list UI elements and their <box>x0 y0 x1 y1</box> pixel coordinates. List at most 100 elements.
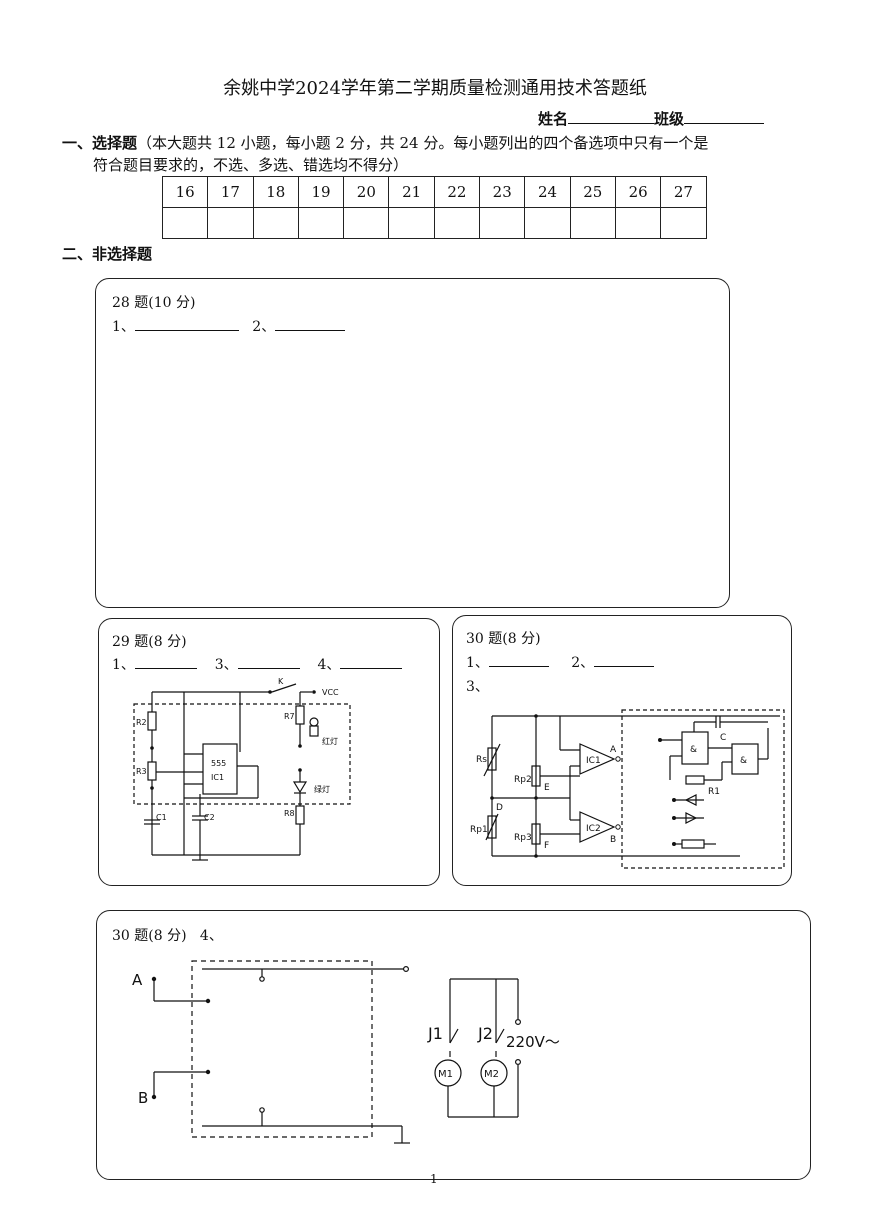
q29-a4-field[interactable] <box>340 654 403 669</box>
q29-answers: 1、 3、 4、 <box>112 654 403 674</box>
q30-label-rp2: Rp2 <box>514 775 532 785</box>
q30-a1-field[interactable] <box>488 652 549 667</box>
answer-cell[interactable] <box>388 207 435 239</box>
q29-label-r8: R8 <box>284 809 295 818</box>
q30-label-r1: R1 <box>708 787 720 797</box>
q30-4-label-j1: J1 <box>427 1024 443 1043</box>
question-number: 27 <box>660 176 707 208</box>
q30-label-b: B <box>610 835 616 845</box>
answer-cell[interactable] <box>524 207 571 239</box>
q30-4-label-b: B <box>138 1089 148 1107</box>
q29-a3-field[interactable] <box>237 654 300 669</box>
q30-answers-row1: 1、 2、 <box>466 652 655 672</box>
q29-label-green-lamp: 绿灯 <box>314 784 330 794</box>
question-number: 23 <box>479 176 526 208</box>
q30-label-ic1: IC1 <box>586 756 601 766</box>
q30-4-label-m1: M1 <box>438 1069 453 1080</box>
q30-title: 30 题(8 分) <box>466 631 541 647</box>
class-label: 班级 <box>654 110 685 128</box>
q30-4-title: 30 题(8 分) 4、 <box>112 925 223 945</box>
q30-a2-field[interactable] <box>594 652 655 667</box>
q30-label-e: E <box>544 783 550 793</box>
q29-a3-label: 3、 <box>214 657 238 673</box>
q29-label-red-lamp: 红灯 <box>322 736 338 746</box>
q30-label-a: A <box>610 745 617 755</box>
section-choice-desc-1: （本大题共 12 小题，每小题 2 分，共 24 分。每小题列出的四个备选项中只… <box>137 134 709 152</box>
q28-answers: 1、 2、 <box>112 316 346 336</box>
q30-4-label-m2: M2 <box>484 1069 499 1080</box>
q30-label-c: C <box>720 733 726 743</box>
answer-cell[interactable] <box>207 207 254 239</box>
section-choice: 一、选择题（本大题共 12 小题，每小题 2 分，共 24 分。每小题列出的四个… <box>62 132 822 176</box>
question-number: 24 <box>524 176 571 208</box>
answer-cell[interactable] <box>297 207 345 239</box>
q29-label-r2: R2 <box>136 718 147 727</box>
q30-4-diagram: A B J1 J2 M1 M2 220V～ <box>132 960 560 1144</box>
question-number: 26 <box>614 176 662 208</box>
q30-4-title-text: 30 题(8 分) <box>112 928 187 944</box>
answer-grid: 16 17 18 19 20 21 22 23 24 25 26 27 <box>161 176 707 239</box>
name-label: 姓名 <box>538 110 569 128</box>
q29-a1-field[interactable] <box>134 654 197 669</box>
q29-label-r7: R7 <box>284 712 295 721</box>
answer-cell[interactable] <box>161 207 209 239</box>
question-number: 19 <box>297 176 345 208</box>
q28-title: 28 题(10 分) <box>112 295 196 311</box>
answer-grid-numbers: 16 17 18 19 20 21 22 23 24 25 26 27 <box>161 176 707 208</box>
section-choice-desc-2: 符合题目要求的，不选、多选、错选均不得分） <box>93 156 409 174</box>
q29-label-c2: C2 <box>204 813 215 822</box>
q29-label-vcc: VCC <box>322 688 339 697</box>
q29-label-ic1: IC1 <box>211 773 224 782</box>
q29-title: 29 题(8 分) <box>112 634 187 650</box>
q30-label-d: D <box>496 803 503 813</box>
answer-cell[interactable] <box>252 207 299 239</box>
q30-label-gate1: & <box>690 745 697 755</box>
q30-label-gate2: & <box>740 756 747 766</box>
question-number: 18 <box>252 176 299 208</box>
q29-label-r3: R3 <box>136 767 147 776</box>
answer-cell[interactable] <box>660 207 707 239</box>
answer-grid-cells <box>161 207 707 239</box>
q29-box <box>98 618 440 886</box>
q28-a1-field[interactable] <box>134 316 239 331</box>
section-choice-heading: 一、选择题 <box>62 134 138 152</box>
answer-cell[interactable] <box>569 207 616 239</box>
answer-cell[interactable] <box>479 207 526 239</box>
q30-a2-label: 2、 <box>571 655 595 671</box>
q30-4-box <box>96 910 811 1180</box>
q30-label-rp3: Rp3 <box>514 833 532 843</box>
q30-label-rp1: Rp1 <box>470 825 488 835</box>
page-number: 1 <box>430 1172 438 1186</box>
q29-label-k: K <box>278 677 284 686</box>
question-number: 22 <box>433 176 481 208</box>
q30-4-label-j2: J2 <box>477 1024 493 1043</box>
name-class-row: 姓名 班级 <box>538 108 765 129</box>
section-nonchoice-heading: 二、非选择题 <box>62 245 153 263</box>
q29-a4-label: 4、 <box>317 657 341 673</box>
q30-a3-label: 3、 <box>466 679 489 695</box>
name-field[interactable] <box>568 109 655 124</box>
answer-cell[interactable] <box>433 207 481 239</box>
question-number: 17 <box>207 176 254 208</box>
q30-4-sub-label: 4、 <box>199 928 223 944</box>
q28-a2-label: 2、 <box>252 319 276 335</box>
q30-box <box>452 615 792 886</box>
q30-4-label-supply: 220V～ <box>506 1033 560 1051</box>
class-field[interactable] <box>684 109 765 124</box>
q30-circuit-diagram: Rs Rp1 Rp2 Rp3 E F D IC1 IC2 A B C R1 & … <box>470 709 785 869</box>
q28-a2-field[interactable] <box>275 316 346 331</box>
q29-a1-label: 1、 <box>112 657 135 673</box>
q29-label-c1: C1 <box>156 813 167 822</box>
question-number: 20 <box>343 176 390 208</box>
q30-label-rs: Rs <box>476 755 487 765</box>
q29-circuit-diagram: K VCC R2 R3 R7 R8 C1 C2 555 IC1 红灯 绿灯 <box>133 677 351 861</box>
answer-cell[interactable] <box>343 207 390 239</box>
answer-cell[interactable] <box>614 207 662 239</box>
q29-label-555: 555 <box>211 759 226 768</box>
question-number: 25 <box>569 176 616 208</box>
q30-label-ic2: IC2 <box>586 824 601 834</box>
q30-4-label-a: A <box>132 971 143 989</box>
q30-a1-label: 1、 <box>466 655 489 671</box>
q28-a1-label: 1、 <box>112 319 135 335</box>
q30-label-f: F <box>544 841 549 851</box>
